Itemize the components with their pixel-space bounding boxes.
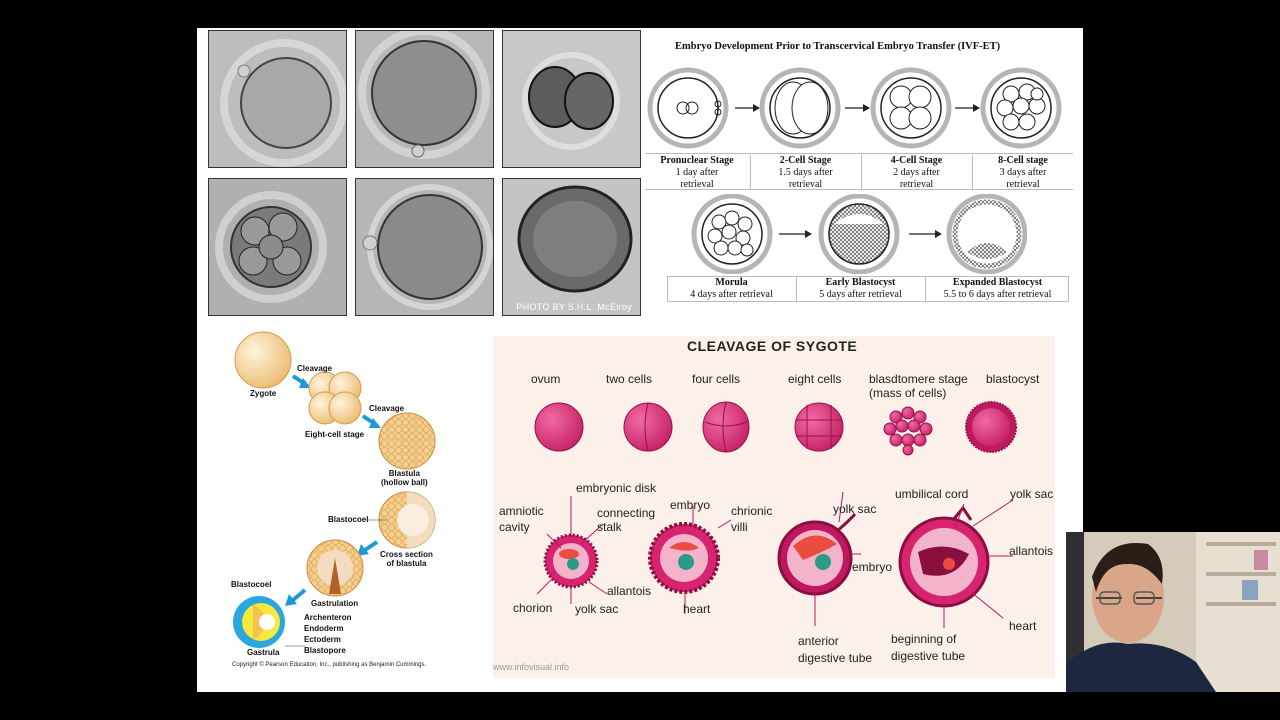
- cleavage-panel: CLEAVAGE OF SYGOTE ovum two cells four c…: [493, 336, 1055, 678]
- pearson-figure: [233, 331, 436, 648]
- label-yolk-sac-1: yolk sac: [833, 502, 877, 516]
- label-heart-1: heart: [683, 602, 711, 616]
- label-gastrulation: Gastrulation: [311, 599, 359, 608]
- two-cells-shape: [623, 402, 673, 452]
- label-archenteron: Archenteron: [304, 613, 352, 622]
- stage-four-cells: four cells: [692, 372, 741, 386]
- gastrula-shape: [233, 596, 285, 648]
- ivf-row1-diagram: [647, 67, 1062, 149]
- blastocyst-shape: [965, 401, 1017, 453]
- embryo-4: [898, 505, 990, 608]
- arrow-4: [779, 230, 812, 238]
- blastula-shape: [378, 412, 436, 470]
- label-yolk-sac-2: yolk sac: [1010, 487, 1054, 501]
- label-chorion: chorion: [513, 601, 553, 615]
- blue-arrow-4: [291, 588, 307, 602]
- label-umbilical-cord: umbilical cord: [895, 487, 969, 501]
- embryo-2: [648, 522, 720, 594]
- photo-blastocyst: PHOTO BY S.H.L. McElroy: [502, 178, 641, 316]
- stage-ovum: ovum: [531, 372, 561, 386]
- eight-cells-shape: [794, 402, 844, 452]
- webcam-overlay: [1066, 532, 1280, 692]
- stage-two-cells: two cells: [606, 372, 653, 386]
- two-cell-embryo: [759, 67, 841, 149]
- stage-blastocyst: blastocyst: [986, 372, 1040, 386]
- label-endoderm: Endoderm: [304, 624, 344, 633]
- photo-zygote: [208, 30, 347, 168]
- morula-embryo: [691, 194, 773, 274]
- arrow-3: [955, 104, 980, 112]
- pearson-copyright: Copyright © Pearson Education, Inc., pub…: [232, 662, 427, 668]
- blastula-cross-section: [378, 491, 436, 549]
- slide: PHOTO BY S.H.L. McElroy Embryo Developme…: [197, 28, 1083, 692]
- early-blastocyst: [818, 194, 900, 274]
- photo-credit: PHOTO BY S.H.L. McElroy: [516, 302, 632, 312]
- arrow-1: [735, 104, 760, 112]
- pronuclear-embryo: [647, 67, 729, 149]
- label-blastopore: Blastopore: [304, 646, 346, 655]
- blue-arrow-3: [363, 540, 379, 552]
- expanded-blastocyst: [946, 194, 1027, 274]
- eight-cell-embryo: [980, 67, 1062, 149]
- label-cleavage-2: Cleavage: [369, 404, 405, 413]
- embryo-1: [543, 533, 599, 589]
- blastomere-shape: [883, 406, 933, 456]
- label-embryo-2: embryo: [852, 560, 893, 574]
- label-blastocoel-1: Blastocoel: [328, 515, 369, 524]
- arrow-5: [909, 230, 942, 238]
- label-embryo-1: embryo: [670, 498, 711, 512]
- label-cleavage-1: Cleavage: [297, 364, 333, 373]
- label-yolk-sac-3: yolk sac: [575, 602, 619, 616]
- stage-eight-cells: eight cells: [788, 372, 842, 386]
- photo-oocyte: [355, 30, 494, 168]
- zygote-shape: [234, 331, 292, 389]
- embryo-development-shapes: [536, 491, 1014, 628]
- eight-cell-shape: [308, 371, 362, 425]
- photo-two-cell: [502, 30, 641, 168]
- ivf-row2-diagram: [691, 194, 1027, 274]
- ivf-title: Embryo Development Prior to Transcervica…: [675, 41, 1001, 52]
- label-blastula: Blastula(hollow ball): [381, 469, 428, 487]
- label-blastocoel-2: Blastocoel: [231, 580, 272, 589]
- label-allantois-2: allantois: [1009, 544, 1054, 558]
- label-gastrula: Gastrula: [247, 648, 280, 657]
- ovum-shape: [534, 402, 584, 452]
- four-cells-shape: [702, 401, 750, 453]
- label-allantois-1: allantois: [607, 584, 652, 598]
- photo-eight-cell: [208, 178, 347, 316]
- four-cell-embryo: [870, 67, 952, 149]
- label-embryonic-disk: embryonic disk: [576, 481, 657, 495]
- cleavage-title: CLEAVAGE OF SYGOTE: [687, 338, 858, 354]
- infovisual-watermark: www.infovisual.info: [493, 662, 570, 672]
- gastrulation-shape: [306, 539, 364, 597]
- label-ectoderm: Ectoderm: [304, 635, 341, 644]
- label-eight-cell: Eight-cell stage: [305, 430, 365, 439]
- cleavage-stage-shapes: [534, 401, 1017, 456]
- embryo-3: [777, 513, 857, 596]
- stage-blastomere: blasdtomere stage(mass of cells): [869, 372, 968, 400]
- label-heart-2: heart: [1009, 619, 1037, 633]
- arrow-2: [845, 104, 870, 112]
- photo-morula: [355, 178, 494, 316]
- presenter-video: [1066, 532, 1280, 692]
- label-zygote: Zygote: [250, 389, 277, 398]
